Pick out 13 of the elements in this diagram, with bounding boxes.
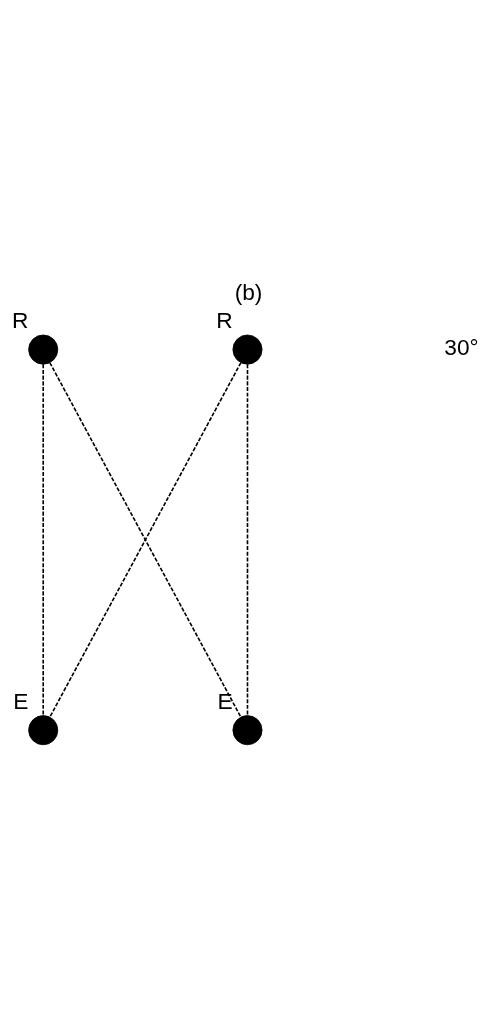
connector [246, 363, 249, 717]
label: 30° [444, 334, 479, 361]
connector [42, 363, 44, 717]
node-label: E [13, 687, 29, 714]
node-circle [28, 334, 59, 365]
node-label: R [216, 307, 233, 334]
connector [49, 361, 242, 718]
node-circle [28, 715, 59, 746]
diagram-title: (b) [234, 278, 263, 305]
node-circle [232, 715, 263, 746]
node-label: R [11, 307, 29, 334]
node-label: E [217, 687, 233, 714]
node-circle [232, 334, 263, 365]
